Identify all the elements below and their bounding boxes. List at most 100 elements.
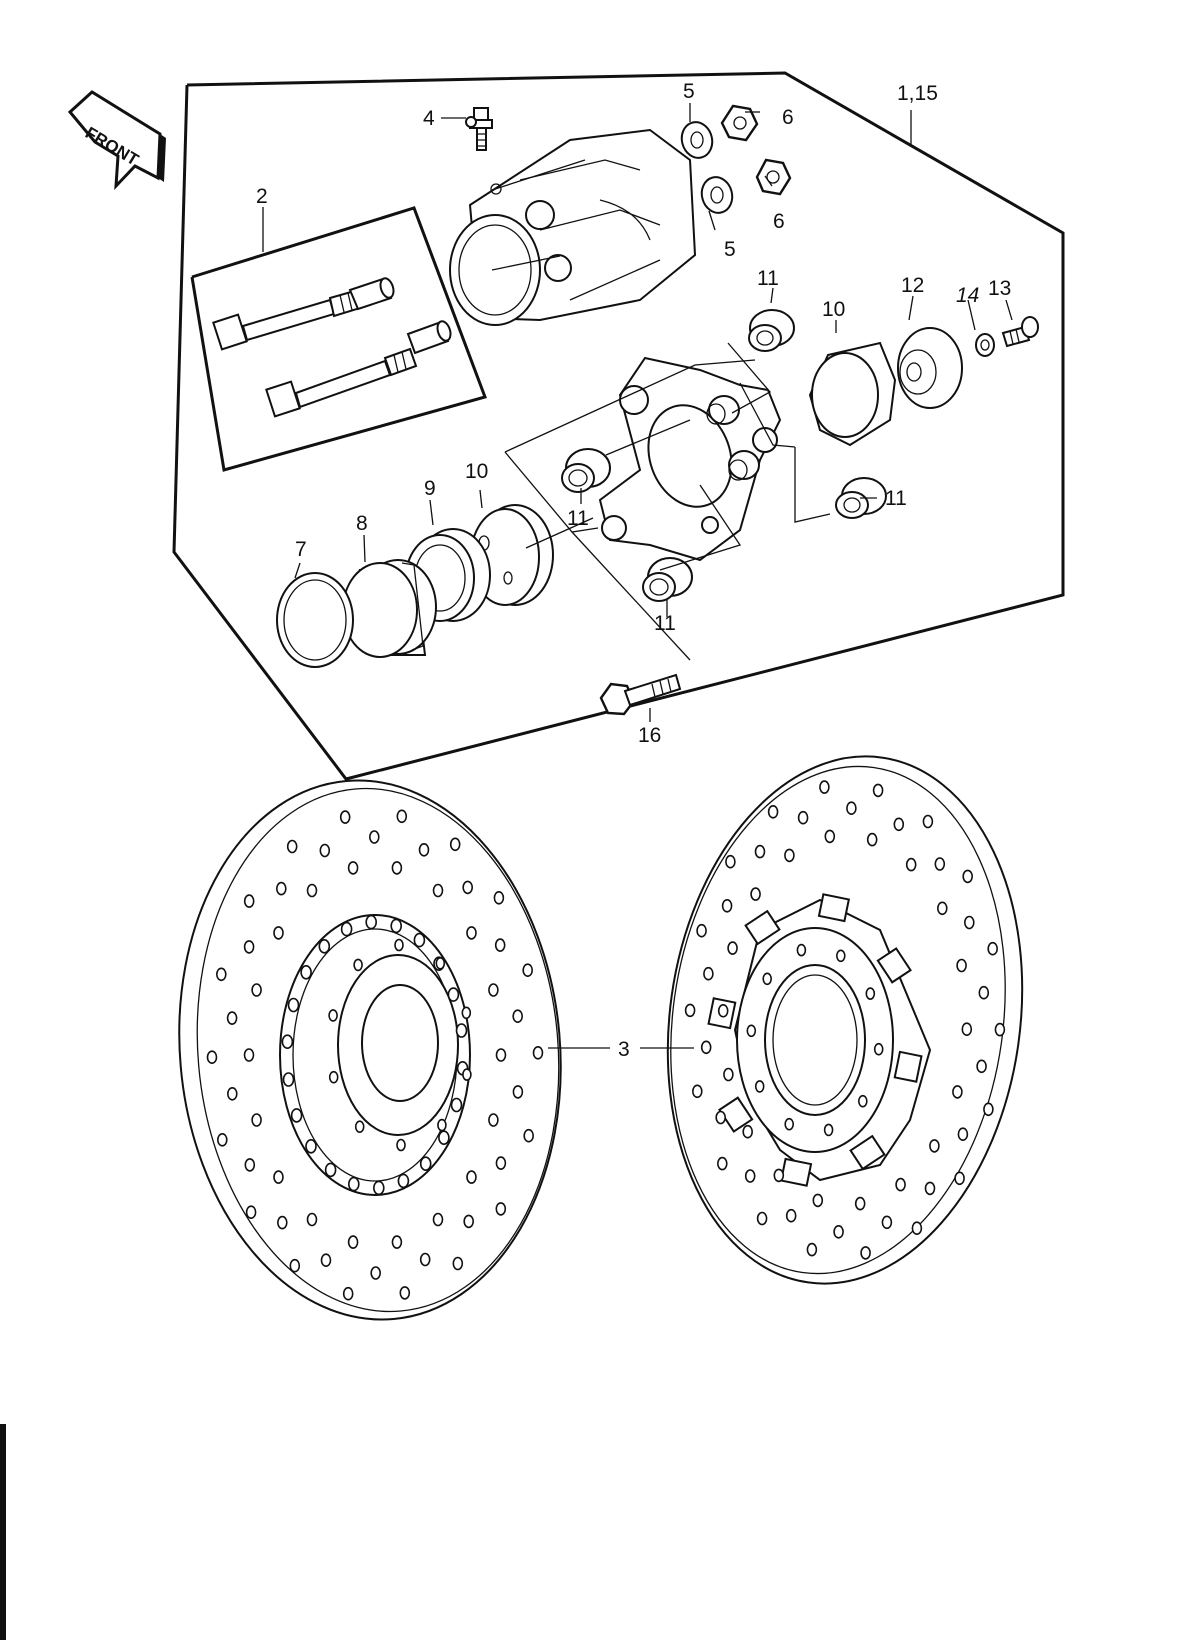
disc-hole [462,1068,472,1081]
disc-hole [399,1286,411,1300]
disc-hole [703,966,714,981]
disc-hole [691,1084,703,1099]
disc-hole [522,963,534,978]
disc-hole [746,1024,757,1038]
boot-bottom [642,557,693,602]
disc-hole [438,1130,450,1145]
disc-hole [717,1003,729,1018]
disc-hole [881,1215,893,1230]
washer-upper [680,121,714,159]
disc-hole [463,1214,475,1229]
disc-hole [873,1042,884,1056]
label-16: 16 [638,724,661,747]
disc-hole [243,1048,255,1062]
carrier-tab [876,947,912,984]
disc-hole [287,997,300,1013]
disc-hole [754,1080,765,1093]
disc-hole [954,1171,965,1186]
disc-hole [300,964,312,980]
disc-hole [419,1156,432,1171]
disc-hole [282,1072,295,1087]
disc-hole [275,881,287,896]
disc-hole [854,1196,866,1211]
disc-hole [324,1162,337,1178]
disc-hole [328,1009,338,1022]
margin-bar [0,1424,6,1640]
carrier-tab [744,909,781,946]
disc-hole [319,843,331,858]
disc-hole [290,1108,303,1123]
carrier-tab [893,1050,923,1083]
label-10-left: 10 [465,460,488,483]
slide-pin-lower [265,347,418,418]
disc-hole [835,949,846,963]
slide-pin-sleeve-upper [348,277,395,311]
disc-hole [276,1215,288,1230]
disc-hole [865,987,876,1000]
disc-hole [447,987,460,1002]
disc-hole [305,1139,317,1154]
label-11-bottom: 11 [654,612,676,635]
disc-hole [391,861,403,875]
disc-hole [354,1120,365,1133]
boot-holder-1 [706,395,740,425]
disc-hole [495,1048,507,1062]
carrier-tab [817,893,851,923]
disc-hole [370,1266,382,1280]
boot-holder-2 [728,450,760,481]
brake-pad-right [808,341,897,447]
label-5-top: 5 [683,80,695,103]
disc-hole [488,1113,499,1127]
disc-hole [742,1124,754,1139]
shim [897,327,963,409]
disc-hole [347,1176,360,1192]
assembly-outline [172,71,1065,781]
disc-hole [227,1087,238,1101]
disc-hole [397,1173,410,1189]
disc-hole [372,1180,385,1196]
disc-hole [245,1205,257,1219]
piston-seal [276,572,354,668]
disc-hole [762,972,773,986]
disc-hole [289,1258,301,1273]
disc-hole [797,810,809,825]
disc-hole [936,901,948,916]
disc-hole [418,842,430,857]
disc-hole [767,804,779,819]
disc-hole [306,883,318,898]
disc-hole [493,890,505,905]
label-1-15: 1,15 [897,82,938,105]
disc-hole [696,923,707,938]
disc-hole [812,1193,824,1208]
disc-hole [206,1050,218,1064]
boot-left [561,448,611,493]
disc-hole [432,1212,444,1227]
disc-hole [846,801,857,816]
disc-hole [466,1170,477,1184]
disc-hole [251,983,262,997]
disc-hole [962,869,974,884]
disc-hole [750,887,761,901]
disc-hole [987,941,999,956]
disc-hole [318,938,331,954]
nut-mid [755,158,792,196]
pin-kit-outline [190,206,487,472]
boot-top [748,309,795,352]
disc-hole [721,898,733,913]
lock-washer [975,333,995,357]
disc-hole [784,1117,795,1131]
disc-hole [455,1023,468,1038]
disc-hole [449,837,461,852]
label-11-left: 11 [567,507,589,530]
disc-hole [866,832,878,847]
front-arrow-icon: FRONT [67,90,166,191]
disc-hole [924,1181,936,1196]
disc-hole [860,1246,871,1260]
disc-hole [286,839,298,854]
disc-hole [806,1242,818,1257]
nut-upper [720,104,759,142]
brake-disc-right [666,755,1024,1285]
label-11-top: 11 [757,267,779,290]
label-11-right: 11 [885,487,907,510]
